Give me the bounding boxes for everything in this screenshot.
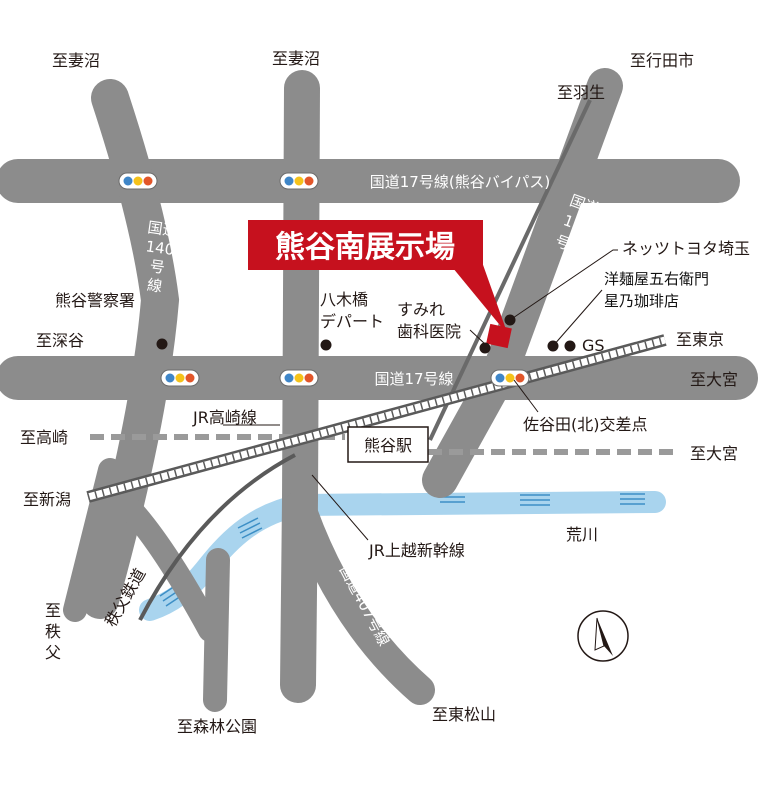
svg-text:号: 号 (149, 257, 166, 277)
netz-toyota-label: ネッツトヨタ埼玉 (622, 239, 750, 258)
dest-tokyo: 至東京 (676, 330, 724, 349)
traffic-light-icon (279, 172, 319, 190)
route140-label: 国道 140 号 線 (145, 218, 179, 296)
route407-road (285, 490, 435, 705)
showroom-banner[interactable]: 熊谷南展示場 (248, 220, 508, 335)
dest-chichibu: 至 秩 父 (45, 601, 61, 662)
svg-text:線: 線 (146, 276, 163, 296)
yomen-label: 洋麺屋五右衛門 (604, 270, 709, 288)
dest-omiya-road: 至大宮 (690, 370, 738, 389)
police-label: 熊谷警察署 (55, 291, 135, 310)
kumagaya-station[interactable]: 熊谷駅 (347, 426, 429, 463)
svg-text:父: 父 (45, 643, 61, 662)
station-label: 熊谷駅 (364, 436, 412, 455)
traffic-lights (118, 172, 530, 387)
route17-bypass-label: 国道17号線(熊谷バイパス) (370, 173, 551, 191)
gs-label: GS (582, 336, 605, 355)
gs-marker (564, 340, 576, 352)
dest-niigata: 至新潟 (23, 490, 71, 509)
jr-takasaki-label: JR高崎線 (192, 408, 257, 427)
svg-text:140: 140 (145, 237, 176, 259)
banner-title: 熊谷南展示場 (275, 230, 455, 265)
traffic-light-icon (490, 369, 530, 387)
yagihashi-marker (320, 339, 332, 351)
chichibu-railway-line (138, 453, 296, 621)
police-marker (156, 338, 168, 350)
sayada-label: 佐谷田(北)交差点 (523, 415, 648, 434)
sw-road (98, 478, 222, 642)
sumire-marker (479, 342, 491, 354)
arakawa-label: 荒川 (566, 525, 598, 544)
dest-omiya-rail: 至大宮 (690, 444, 738, 463)
yagihashi-label-1: 八木橋 (320, 290, 368, 309)
dest-takasaki: 至高崎 (20, 428, 68, 447)
yagihashi-label-2: デパート (320, 312, 384, 331)
traffic-light-icon (279, 369, 319, 387)
sumire-label-2: 歯科医院 (397, 322, 461, 341)
svg-text:国道: 国道 (146, 218, 178, 240)
hanyu-line (428, 99, 592, 441)
dest-shinrin-koen: 至森林公園 (177, 717, 257, 736)
jr-joetsu-label: JR上越新幹線 (368, 541, 465, 560)
hoshino-label: 星乃珈琲店 (604, 292, 679, 310)
route17-label: 国道17号線 (374, 370, 453, 388)
svg-text:秩: 秩 (45, 622, 61, 641)
dest-fukaya: 至深谷 (36, 331, 84, 350)
shinkansen-line-inner (87, 336, 666, 501)
sumire-label-1: すみれ (397, 300, 445, 319)
dest-gyoda: 至行田市 (630, 51, 694, 70)
north-arrow-icon (577, 610, 629, 662)
svg-text:至: 至 (45, 601, 61, 620)
showroom-marker[interactable] (486, 323, 512, 349)
dest-higashi-matsuyama: 至東松山 (432, 705, 496, 724)
dest-hanyu: 至羽生 (557, 83, 605, 102)
traffic-light-icon (118, 172, 158, 190)
rail-lines (86, 99, 680, 621)
dest-tsumanuma-left: 至妻沼 (52, 51, 100, 70)
traffic-light-icon (160, 369, 200, 387)
leader-lines (223, 249, 618, 541)
dest-tsumanuma-center: 至妻沼 (272, 49, 320, 68)
